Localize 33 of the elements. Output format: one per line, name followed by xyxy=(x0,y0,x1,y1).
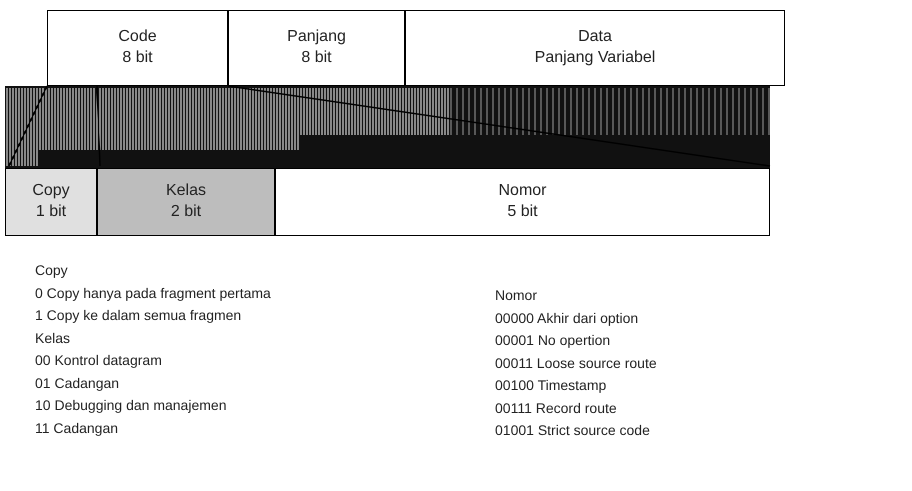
code-description: 01001 Strict source code xyxy=(495,422,650,438)
code-description: 11 Cadangan xyxy=(35,420,118,436)
bit-field-box xyxy=(97,168,275,236)
code-description: 00001 No opertion xyxy=(495,332,610,348)
code-description: 0 Copy hanya pada fragment pertama xyxy=(35,284,271,300)
field-size: 8 bit xyxy=(301,48,332,68)
field-name: Data xyxy=(578,27,612,48)
code-description: 1 Copy ke dalam semua fragmen xyxy=(35,307,242,323)
legend-heading: Kelas xyxy=(35,330,70,346)
field-size: 2 bit xyxy=(170,202,202,222)
field-name: Kelas xyxy=(166,181,206,202)
code-description: 00111 Record route xyxy=(495,400,617,416)
code-description: 00000 Akhir dari option xyxy=(495,310,638,326)
field-box xyxy=(405,10,785,86)
field-name: Nomor xyxy=(498,181,546,202)
field-name: Copy xyxy=(32,181,70,202)
bit-field-box xyxy=(275,168,770,236)
code-description: 00011 Loose source route xyxy=(495,354,657,370)
field-box xyxy=(47,10,228,86)
legend-heading: Copy xyxy=(35,262,68,278)
field-name: Panjang xyxy=(287,27,346,48)
code-description: 00 Kontrol datagram xyxy=(35,352,162,368)
field-size: 5 bit xyxy=(507,202,538,222)
legend-heading: Nomor xyxy=(495,287,538,303)
bit-field-box xyxy=(5,168,97,236)
field-box xyxy=(228,10,405,86)
field-name: Code xyxy=(118,27,157,48)
code-description: 10 Debugging dan manajemen xyxy=(35,397,226,413)
field-size: 8 bit xyxy=(122,48,153,68)
field-size: 1 bit xyxy=(36,202,66,222)
field-size: Panjang Variabel xyxy=(534,48,656,68)
code-description: 01 Cadangan xyxy=(35,374,120,390)
code-description: 00100 Timestamp xyxy=(495,377,606,393)
